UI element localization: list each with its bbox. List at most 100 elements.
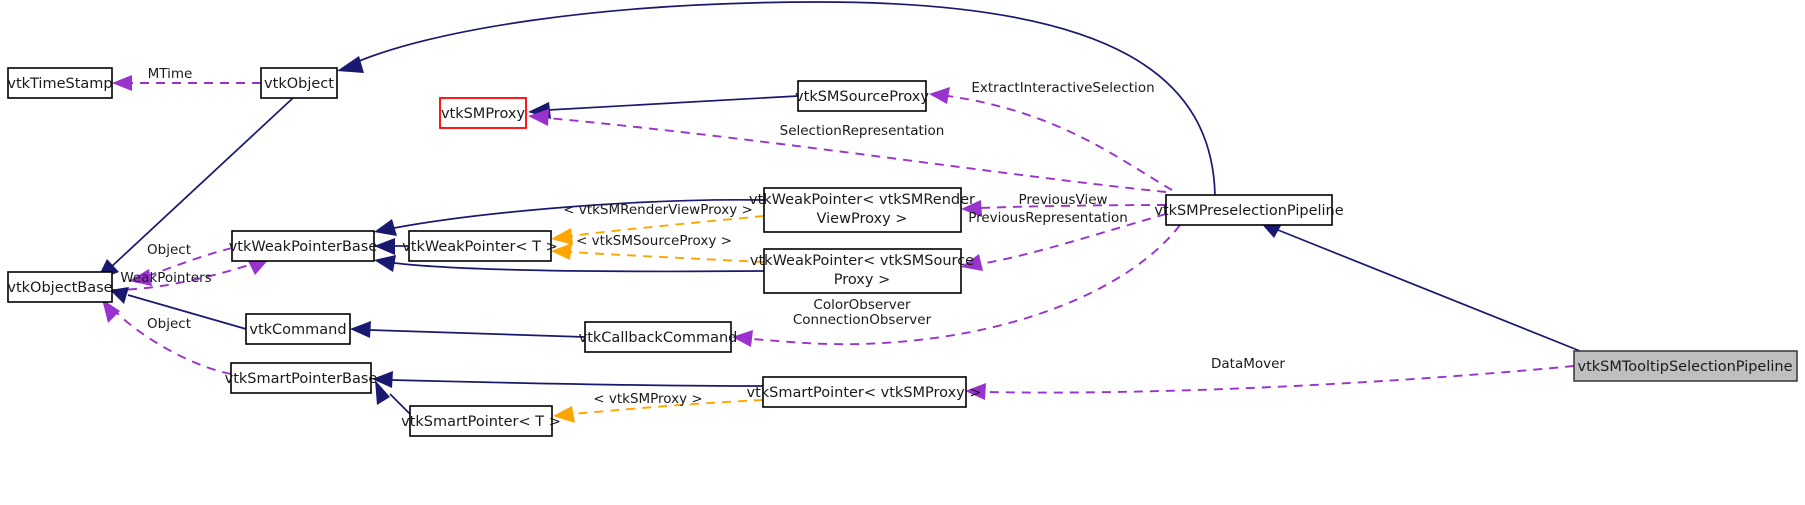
node-label-vtkSMProxy: vtkSMProxy	[441, 106, 526, 122]
node-vtkObjectBase[interactable]: vtkObjectBase	[7, 271, 113, 303]
arrowhead-callbackcommand-to-command	[350, 321, 371, 338]
edge-template-sourceproxy	[569, 251, 765, 263]
node-box-vtkWeakPointer-vtkSMSourceProxy[interactable]	[763, 248, 962, 294]
node-label-vtkWeakPointerBase: vtkWeakPointerBase	[229, 239, 378, 255]
node-vtkSMSourceProxy[interactable]: vtkSMSourceProxy	[795, 80, 929, 112]
edge-label-selection-representation: SelectionRepresentation	[780, 123, 945, 139]
arrowhead-color-connection-observer	[732, 330, 753, 347]
edges-layer	[96, 1, 1581, 423]
node-label-vtkSmartPointer-vtkSMProxy: vtkSmartPointer< vtkSMProxy >	[746, 385, 981, 401]
edge-extract-interactive-selection	[947, 95, 1173, 191]
node-label-vtkWeakPointer-sourceproxy-line1: vtkWeakPointer< vtkSMSource	[750, 253, 974, 269]
edge-label-datamover: DataMover	[1211, 356, 1285, 372]
node-box-vtkObject[interactable]	[260, 67, 338, 99]
node-box-vtkObjectBase[interactable]	[7, 271, 113, 303]
edge-wp-renderview-to-base	[393, 198, 765, 229]
edge-labels-layer: MTime ExtractInteractiveSelection Select…	[120, 66, 1285, 407]
edge-label-connection-observer: ConnectionObserver	[793, 312, 932, 328]
node-vtkWeakPointerBase[interactable]: vtkWeakPointerBase	[229, 230, 378, 262]
arrowhead-selection-representation	[528, 109, 549, 126]
arrowhead-template-smproxy	[553, 406, 575, 423]
node-vtkWeakPointer-vtkSMRenderViewProxy[interactable]: vtkWeakPointer< vtkSMRender ViewProxy >	[749, 187, 975, 233]
edge-previous-representation	[979, 213, 1167, 265]
edge-weakpointerbase-object	[147, 247, 233, 277]
node-box-vtkSMProxy[interactable]	[439, 97, 527, 129]
arrowhead-template-sourceproxy	[551, 243, 572, 260]
node-label-vtkCallbackCommand: vtkCallbackCommand	[579, 330, 738, 346]
edge-label-mtime: MTime	[148, 66, 193, 82]
arrowhead-smartpointert-to-base	[375, 380, 390, 405]
arrowhead-previous-representation	[961, 254, 983, 271]
node-label-vtkSmartPointerT: vtkSmartPointer< T >	[401, 414, 561, 430]
edge-template-renderviewproxy	[569, 215, 765, 237]
edge-label-previous-view: PreviousView	[1018, 192, 1107, 208]
edge-tooltip-to-preselection	[1277, 229, 1581, 352]
node-box-vtkTimeStamp[interactable]	[7, 67, 113, 99]
edge-smartpointerbase-object	[115, 311, 232, 375]
node-box-vtkSMPreselectionPipeline[interactable]	[1165, 194, 1333, 226]
edge-smartpointert-to-base	[389, 393, 411, 415]
edge-label-weakpointers: WeakPointers	[120, 270, 211, 286]
edge-color-connection-observer	[751, 224, 1181, 346]
node-label-vtkTimeStamp: vtkTimeStamp	[7, 76, 112, 92]
arrowhead-extract-interactive-selection	[929, 87, 950, 104]
node-label-vtkObjectBase: vtkObjectBase	[7, 280, 112, 296]
node-box-vtkCommand[interactable]	[245, 313, 351, 345]
arrowhead-weakpointerbase-object	[129, 269, 152, 286]
node-box-vtkSmartPointerT[interactable]	[409, 405, 553, 437]
node-box-vtkSMSourceProxy[interactable]	[797, 80, 927, 112]
edge-label-extract-interactive: ExtractInteractiveSelection	[971, 80, 1154, 96]
node-vtkSMTooltipSelectionPipeline[interactable]: vtkSMTooltipSelectionPipeline	[1573, 350, 1798, 382]
arrowhead-datamover	[965, 383, 986, 400]
node-label-vtkWeakPointerT: vtkWeakPointer< T >	[402, 239, 558, 255]
arrowhead-weakpointert-to-base	[374, 238, 395, 255]
edge-previous-view	[979, 204, 1167, 209]
node-label-vtkSmartPointerBase: vtkSmartPointerBase	[225, 371, 378, 387]
node-vtkCallbackCommand[interactable]: vtkCallbackCommand	[579, 321, 738, 353]
node-box-vtkSmartPointer-vtkSMProxy[interactable]	[762, 376, 967, 408]
edge-preselection-to-vtkobject	[351, 1, 1216, 196]
node-vtkTimeStamp[interactable]: vtkTimeStamp	[7, 67, 113, 99]
edge-label-template-sourceproxy: < vtkSMSourceProxy >	[576, 233, 732, 249]
node-label-vtkSMTooltipSelectionPipeline: vtkSMTooltipSelectionPipeline	[1577, 359, 1792, 375]
node-label-vtkSMPreselectionPipeline: vtkSMPreselectionPipeline	[1154, 203, 1343, 219]
node-vtkSMProxy[interactable]: vtkSMProxy	[439, 97, 527, 129]
arrowhead-preselection-to-vtkobject	[337, 56, 364, 73]
edge-wp-sourceproxy-to-base	[393, 262, 765, 273]
edge-vtkobject-to-objectbase	[109, 97, 294, 269]
node-box-vtkWeakPointerBase[interactable]	[231, 230, 375, 262]
node-vtkSMPreselectionPipeline[interactable]: vtkSMPreselectionPipeline	[1154, 194, 1344, 226]
node-vtkSmartPointerT[interactable]: vtkSmartPointer< T >	[401, 405, 561, 437]
edge-sp-smproxy-to-base	[391, 379, 764, 387]
edge-label-template-renderviewproxy: < vtkSMRenderViewProxy >	[563, 202, 753, 218]
edge-datamover	[983, 365, 1575, 394]
arrowhead-objectbase-weakpointers	[247, 258, 270, 275]
node-vtkWeakPointer-vtkSMSourceProxy[interactable]: vtkWeakPointer< vtkSMSource Proxy >	[750, 248, 974, 294]
edge-vtkcommand-to-objectbase	[127, 294, 247, 330]
node-vtkSmartPointer-vtkSMProxy[interactable]: vtkSmartPointer< vtkSMProxy >	[746, 376, 982, 408]
edge-label-object-lower: Object	[147, 316, 191, 332]
arrowhead-mtime	[112, 75, 132, 91]
edge-label-template-smproxy: < vtkSMProxy >	[593, 391, 703, 407]
node-label-vtkCommand: vtkCommand	[249, 322, 346, 338]
node-vtkWeakPointerT[interactable]: vtkWeakPointer< T >	[402, 230, 558, 262]
arrowhead-previous-view	[961, 200, 982, 217]
node-label-vtkWeakPointer-sourceproxy-line2: Proxy >	[834, 272, 890, 288]
node-box-vtkWeakPointer-vtkSMRenderViewProxy[interactable]	[763, 187, 962, 233]
node-box-vtkSmartPointerBase[interactable]	[230, 362, 372, 394]
node-vtkSmartPointerBase[interactable]: vtkSmartPointerBase	[225, 362, 378, 394]
node-vtkCommand[interactable]: vtkCommand	[245, 313, 351, 345]
node-label-vtkWeakPointer-renderview-line1: vtkWeakPointer< vtkSMRender	[749, 192, 975, 208]
arrowhead-wp-renderview-to-base	[374, 219, 397, 236]
edge-label-object-upper: Object	[147, 242, 191, 258]
node-box-vtkCallbackCommand[interactable]	[584, 321, 732, 353]
arrowhead-template-renderviewproxy	[551, 228, 573, 245]
arrowhead-smartpointerbase-object	[102, 299, 120, 323]
arrowhead-sp-smproxy-to-base	[372, 371, 393, 388]
edge-callbackcommand-to-command	[369, 329, 586, 338]
node-box-vtkSMTooltipSelectionPipeline[interactable]	[1573, 350, 1798, 382]
node-vtkObject[interactable]: vtkObject	[260, 67, 338, 99]
node-box-vtkWeakPointerT[interactable]	[408, 230, 552, 262]
